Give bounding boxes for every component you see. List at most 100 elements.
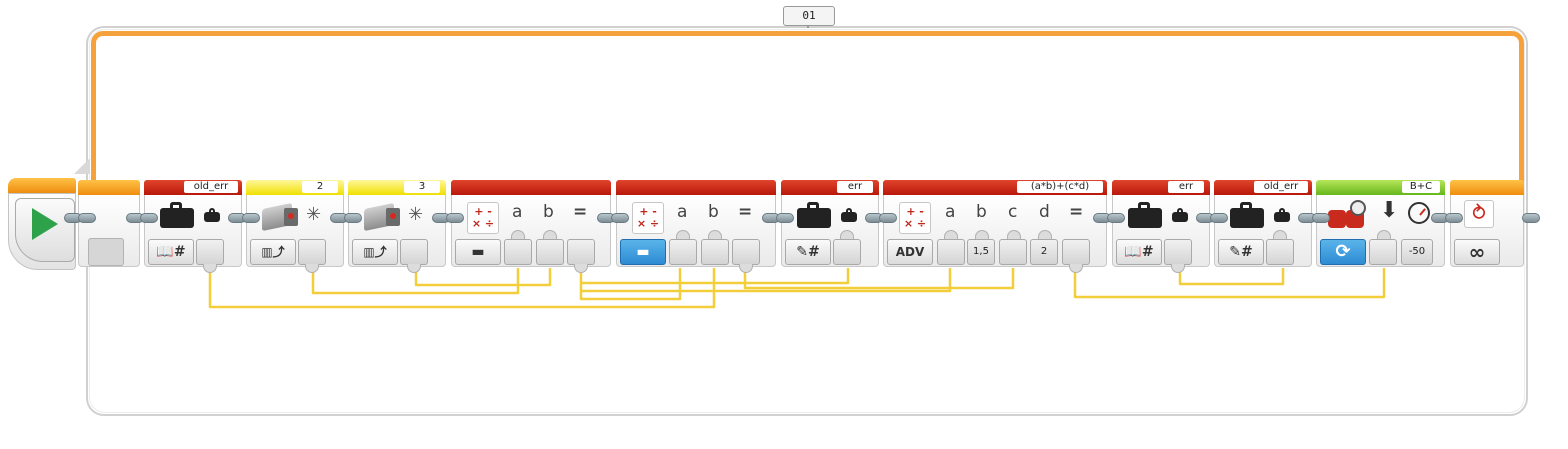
variable-name[interactable]: err: [1168, 181, 1204, 193]
sensor-mode-button[interactable]: ▥⤴: [250, 239, 296, 265]
math-icon: + -× ÷: [632, 202, 664, 234]
write-numeric-mode-button[interactable]: ✎#: [785, 239, 831, 265]
variable-input-port[interactable]: [1266, 239, 1294, 265]
read-numeric-mode-button[interactable]: 📖#: [148, 239, 194, 265]
port-tab: [543, 230, 557, 240]
port-out-tab: [1171, 264, 1185, 273]
wire-math2-to-adv-c: [743, 268, 1015, 290]
math-block-subtract-1[interactable]: + -× ÷ a b = ▬: [451, 180, 611, 273]
input-b-port[interactable]: [536, 239, 564, 265]
motor-ports[interactable]: B+C: [1402, 181, 1440, 193]
input-a-label: a: [677, 202, 688, 222]
read-numeric-mode-button[interactable]: 📖#: [1116, 239, 1162, 265]
briefcase-icon: [160, 202, 194, 228]
math-block-advanced[interactable]: (a*b)+(c*d) + -× ÷ a b c d = ADV 1,5 2: [883, 180, 1107, 273]
sequence-connector[interactable]: [879, 213, 897, 223]
wire-err-to-old-err: [1178, 268, 1285, 286]
sensor-mode-button[interactable]: ▥⤴: [352, 239, 398, 265]
variable-name[interactable]: old_err: [184, 181, 238, 193]
variable-output-port[interactable]: [1164, 239, 1192, 265]
sequence-connector[interactable]: [446, 213, 464, 223]
steering-input-port[interactable]: [1369, 239, 1397, 265]
result-label: =: [573, 202, 588, 222]
loop-label-stem: [807, 24, 809, 28]
input-a-label: a: [512, 202, 523, 222]
loop-start-block[interactable]: [78, 180, 140, 270]
steering-motors-icon: [1328, 200, 1368, 234]
variable-header: err: [781, 180, 879, 195]
variable-block-old-err-write[interactable]: old_err ✎#: [1214, 180, 1312, 270]
light-intensity-icon: ✳: [408, 204, 424, 225]
variable-input-port[interactable]: [833, 239, 861, 265]
input-b-port[interactable]: 1,5: [967, 239, 995, 265]
briefcase-icon: [797, 202, 831, 228]
sensor-output-port[interactable]: [298, 239, 326, 265]
loop-end-block[interactable]: ⥁ ∞: [1450, 180, 1524, 270]
input-d-port[interactable]: 2: [1030, 239, 1058, 265]
loop-mode-infinity-button[interactable]: ∞: [1454, 239, 1500, 265]
move-steering-block[interactable]: B+C ⬇ ⟳ -50: [1316, 180, 1445, 270]
loop-label[interactable]: 01: [783, 6, 835, 26]
steering-direction-icon: ⬇: [1380, 198, 1399, 223]
input-a-port[interactable]: [937, 239, 965, 265]
input-b-label: b: [976, 202, 987, 222]
subtract-mode-button-selected[interactable]: ▬: [620, 239, 666, 265]
variable-block-err-write[interactable]: err ✎#: [781, 180, 879, 270]
port-tab: [944, 230, 958, 240]
sensor-port[interactable]: 3: [404, 181, 440, 193]
sensor-port[interactable]: 2: [302, 181, 338, 193]
math-block-subtract-2[interactable]: + -× ÷ a b = ▬: [616, 180, 776, 273]
wire-math1-to-err: [581, 268, 850, 285]
result-output-port[interactable]: [567, 239, 595, 265]
play-icon: [32, 208, 58, 240]
math-icon: + -× ÷: [899, 202, 931, 234]
input-a-port[interactable]: [669, 239, 697, 265]
math-header: (a*b)+(c*d): [883, 180, 1107, 195]
power-input-port[interactable]: -50: [1401, 239, 1433, 265]
write-numeric-mode-button[interactable]: ✎#: [1218, 239, 1264, 265]
sequence-connector[interactable]: [776, 213, 794, 223]
light-intensity-icon: ✳: [306, 204, 322, 225]
input-b-port[interactable]: [701, 239, 729, 265]
sequence-connector[interactable]: [1107, 213, 1125, 223]
loop-start-header: [78, 180, 140, 195]
variable-output-port[interactable]: [196, 239, 224, 265]
color-sensor-icon: [362, 200, 402, 234]
subtract-mode-button[interactable]: ▬: [455, 239, 501, 265]
input-a-label: a: [945, 202, 956, 222]
color-sensor-block-port-3[interactable]: 3 ✳ ▥⤴: [348, 180, 446, 273]
port-out-tab: [1069, 264, 1083, 273]
port-out-tab: [739, 264, 753, 273]
variable-block-old-err-read[interactable]: old_err 📖#: [144, 180, 242, 273]
port-tab: [1038, 230, 1052, 240]
variable-name[interactable]: err: [837, 181, 873, 193]
sequence-connector[interactable]: [78, 213, 96, 223]
formula-text[interactable]: (a*b)+(c*d): [1017, 181, 1103, 193]
sequence-connector[interactable]: [1312, 213, 1330, 223]
briefcase-icon: [1230, 202, 1264, 228]
sensor-output-port[interactable]: [400, 239, 428, 265]
result-output-port[interactable]: [1062, 239, 1090, 265]
sequence-connector[interactable]: [344, 213, 362, 223]
loop-entry-arrow: [74, 158, 90, 174]
result-output-port[interactable]: [732, 239, 760, 265]
result-label: =: [738, 202, 753, 222]
input-a-port[interactable]: [504, 239, 532, 265]
sequence-connector[interactable]: [1210, 213, 1228, 223]
start-block[interactable]: [8, 178, 76, 270]
advanced-mode-button[interactable]: ADV: [887, 239, 933, 265]
color-sensor-block-port-2[interactable]: 2 ✳ ▥⤴: [246, 180, 344, 273]
sequence-connector[interactable]: [1445, 213, 1463, 223]
sensor-header: 3: [348, 180, 446, 195]
sequence-connector[interactable]: [140, 213, 158, 223]
power-gauge-icon: [1408, 202, 1430, 224]
sequence-connector[interactable]: [242, 213, 260, 223]
variable-name[interactable]: old_err: [1254, 181, 1308, 193]
on-mode-button[interactable]: ⟳: [1320, 239, 1366, 265]
sequence-connector[interactable]: [1522, 213, 1540, 223]
input-c-port[interactable]: [999, 239, 1027, 265]
math-icon: + -× ÷: [467, 202, 499, 234]
variable-block-err-read[interactable]: err 📖#: [1112, 180, 1210, 273]
sequence-connector[interactable]: [611, 213, 629, 223]
port-out-tab: [407, 264, 421, 273]
